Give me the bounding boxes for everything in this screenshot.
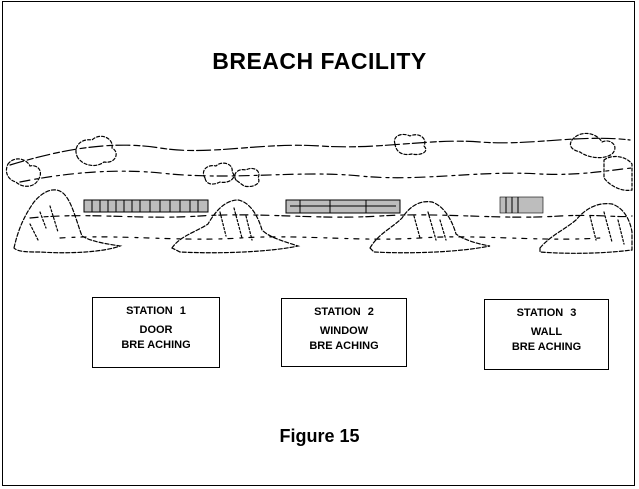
figure-title: BREACH FACILITY — [212, 48, 427, 74]
station-3-line1: WALL — [530, 326, 563, 338]
station-1-box: STATION 1 DOOR BRE ACHING — [92, 297, 220, 368]
wall-target-panel — [499, 196, 544, 214]
station-2-box: STATION 2 WINDOW BRE ACHING — [281, 298, 407, 367]
station-2-name: STATION 2 — [314, 306, 374, 318]
station-1-name: STATION 1 — [126, 305, 186, 317]
door-target-panel — [83, 199, 209, 213]
terrain-illustration — [5, 132, 633, 254]
station-1-line2: BRE ACHING — [121, 339, 191, 351]
figure-caption: Figure 15 — [279, 426, 360, 446]
station-2-line2: BRE ACHING — [309, 340, 379, 352]
station-3-box: STATION 3 WALL BRE ACHING — [484, 299, 609, 370]
station-3-line2: BRE ACHING — [511, 341, 582, 353]
window-target-panel — [285, 199, 401, 214]
station-2-line1: WINDOW — [319, 325, 369, 337]
station-3-name: STATION 3 — [516, 307, 577, 319]
station-1-line1: DOOR — [139, 324, 173, 336]
